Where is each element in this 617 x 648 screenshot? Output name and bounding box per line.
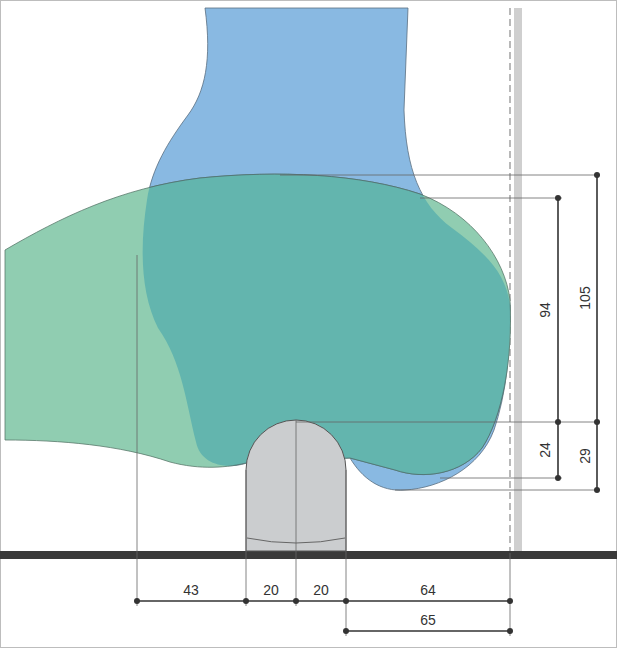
overlap-region bbox=[5, 174, 510, 474]
dimension-dots bbox=[134, 172, 600, 634]
wall-bar bbox=[514, 8, 522, 553]
dimension-label: 29 bbox=[578, 448, 592, 464]
dimension-label: 64 bbox=[420, 583, 436, 597]
dashed-line bbox=[509, 8, 510, 553]
ground-line bbox=[0, 551, 617, 559]
dimension-label: 20 bbox=[263, 583, 279, 597]
dimension-label: 43 bbox=[183, 583, 199, 597]
dimension-label: 94 bbox=[538, 302, 552, 318]
dimension-label: 105 bbox=[578, 286, 592, 309]
extension-lines bbox=[137, 175, 600, 636]
dimension-label: 65 bbox=[420, 613, 436, 627]
dimension-lines bbox=[137, 175, 597, 631]
green-bone bbox=[5, 174, 510, 474]
dimension-label: 20 bbox=[313, 583, 329, 597]
dimension-label: 24 bbox=[538, 442, 552, 458]
